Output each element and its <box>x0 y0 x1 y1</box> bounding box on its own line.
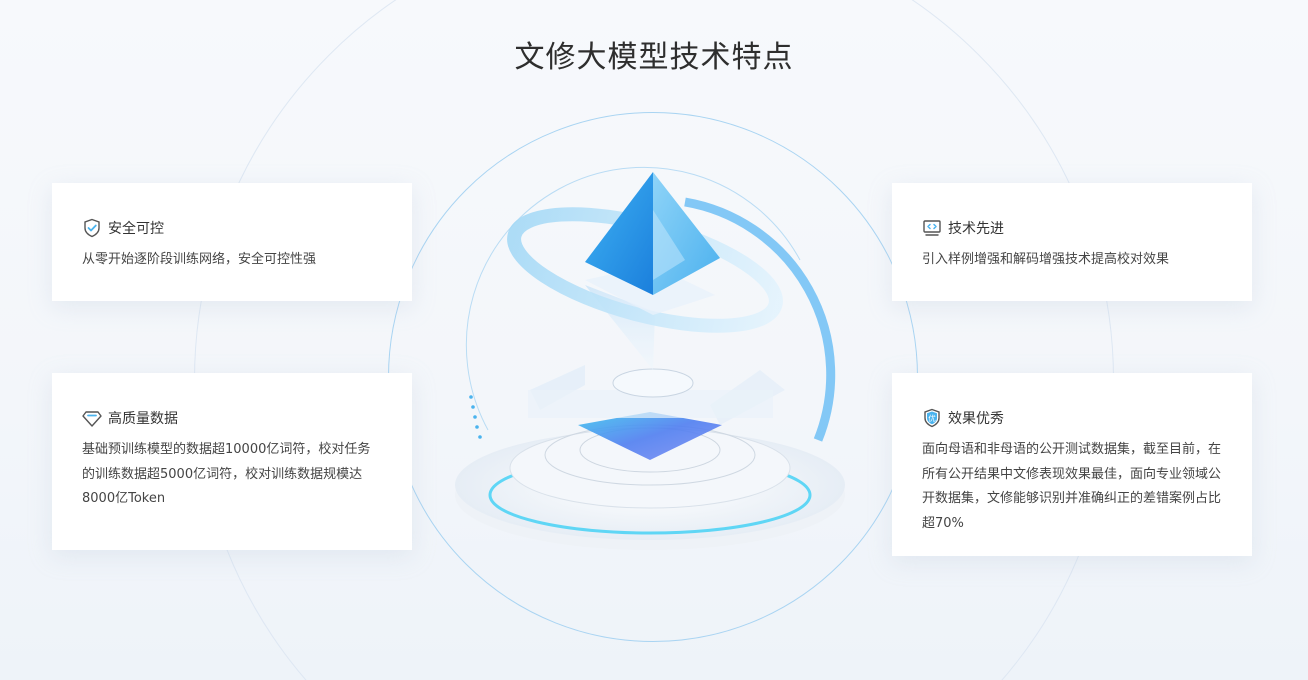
feature-description: 引入样例增强和解码增强技术提高校对效果 <box>922 252 1170 267</box>
feature-title: 安全可控 <box>108 221 164 237</box>
page-title: 文修大模型技术特点 <box>514 40 794 75</box>
feature-card-security: 安全可控 从零开始逐阶段训练网络，安全可控性强 <box>52 183 412 301</box>
center-illustration <box>455 166 845 550</box>
feature-title: 效果优秀 <box>948 411 1004 427</box>
feature-description: 从零开始逐阶段训练网络，安全可控性强 <box>82 252 317 267</box>
diamond-icon <box>82 411 102 427</box>
shield-badge-icon: 优 <box>924 408 940 428</box>
svg-text:优: 优 <box>928 413 936 423</box>
feature-title: 技术先进 <box>948 221 1004 237</box>
feature-title: 高质量数据 <box>108 411 178 427</box>
shield-check-icon <box>84 218 100 238</box>
monitor-code-icon <box>923 220 941 236</box>
feature-description: 面向母语和非母语的公开测试数据集，截至目前，在所有公开结果中文修表现效果最佳，面… <box>922 442 1222 531</box>
feature-card-excellent-results: 优 效果优秀 面向母语和非母语的公开测试数据集，截至目前，在所有公开结果中文修表… <box>892 373 1252 556</box>
feature-card-advanced-tech: 技术先进 引入样例增强和解码增强技术提高校对效果 <box>892 183 1252 301</box>
feature-card-quality-data: 高质量数据 基础预训练模型的数据超10000亿词符，校对任务的训练数据超5000… <box>52 373 412 550</box>
feature-description: 基础预训练模型的数据超10000亿词符，校对任务的训练数据超5000亿词符，校对… <box>82 442 371 506</box>
